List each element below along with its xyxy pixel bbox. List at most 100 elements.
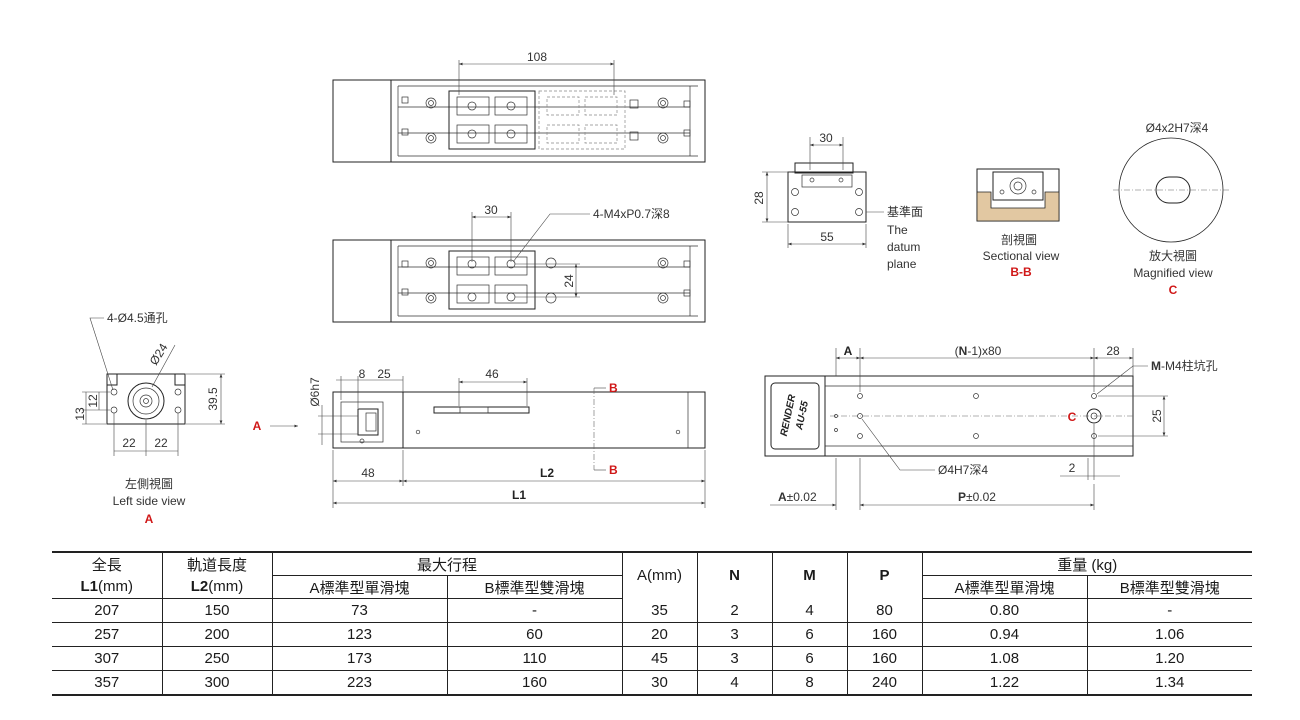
cell-a: 45 <box>621 646 698 671</box>
table-row: 257 200 123 60 20 3 6 160 0.94 1.06 <box>52 622 1252 647</box>
cell-stroke-a: 173 <box>271 646 448 671</box>
th-rail: L2(mm) <box>161 575 273 599</box>
cell-a: 20 <box>621 622 698 647</box>
bottom-dim-a: A <box>844 344 853 358</box>
bottom-dim-25: 25 <box>1150 409 1164 423</box>
bottom-dim-2: 2 <box>1069 461 1076 475</box>
pitch-n: N <box>959 344 968 358</box>
th-a-code: A <box>637 567 648 585</box>
m-note-text: -M4柱坑孔 <box>1161 358 1218 373</box>
dim-l2: L2 <box>540 466 554 480</box>
dim-46: 46 <box>485 367 499 381</box>
magnified-hole-note: Ø4x2H7深4 <box>1146 121 1209 135</box>
side-view: A Ø6h7 8 25 46 B B 48 L2 L1 <box>253 367 706 508</box>
th-total-code: L1 <box>80 578 99 596</box>
cell-weight-a: 0.80 <box>921 598 1088 623</box>
bottom-hole-note: Ø4H7深4 <box>938 463 988 477</box>
dim-22-left: 22 <box>122 436 136 450</box>
cell-l2: 200 <box>161 622 273 647</box>
left-caption-letter: A <box>145 512 154 526</box>
table-header-row-1: 全長 軌道長度 最大行程 A(mm) N M P 重量 (kg) <box>52 552 1252 599</box>
cell-m: 8 <box>771 670 848 696</box>
cell-weight-a: 0.94 <box>921 622 1088 647</box>
cell-stroke-b: 110 <box>446 646 623 671</box>
th-weight-a: A標準型單滑塊 <box>921 575 1088 599</box>
magnified-caption-zh: 放大視圖 <box>1149 248 1197 263</box>
top-view: 108 <box>332 50 706 163</box>
cell-m: 6 <box>771 622 848 647</box>
sectional-caption-letter: B-B <box>1010 265 1032 279</box>
a-tol-value: ±0.02 <box>787 490 817 504</box>
a-tol-letter: A <box>778 490 787 504</box>
p-tol-letter: P <box>958 490 966 504</box>
cell-weight-a: 1.08 <box>921 646 1088 671</box>
sectional-caption-en: Sectional view <box>983 249 1060 263</box>
datum-en-1: The <box>887 223 908 237</box>
th-stroke: 最大行程 <box>271 552 623 576</box>
view-arrow-a: A <box>253 419 262 433</box>
section-b-bottom: B <box>609 463 618 477</box>
cell-n: 3 <box>696 646 773 671</box>
bottom-dim-pitch: (N-1)x80 <box>955 344 1002 358</box>
cell-stroke-b: 60 <box>446 622 623 647</box>
cell-n: 4 <box>696 670 773 696</box>
cell-l1: 257 <box>52 622 163 647</box>
left-side-view: 4-Ø4.5通孔 Ø24 39.5 13 12 22 22 左側視圖 Left … <box>73 311 225 526</box>
th-m: M <box>771 552 848 599</box>
th-stroke-a: A標準型單滑塊 <box>271 575 448 599</box>
left-hole-note: 4-Ø4.5通孔 <box>107 311 168 325</box>
pitch-rest: -1)x80 <box>967 344 1001 358</box>
th-rail-code: L2 <box>190 578 209 596</box>
cell-n: 3 <box>696 622 773 647</box>
dim-30-end: 30 <box>819 131 833 145</box>
sectional-view: 剖視圖 Sectional view B-B <box>976 168 1060 279</box>
mid-view: 30 4-M4xP0.7深8 24 <box>332 203 706 323</box>
cell-p: 160 <box>846 646 923 671</box>
sectional-caption-zh: 剖視圖 <box>1001 232 1037 247</box>
cell-l1: 307 <box>52 646 163 671</box>
cell-stroke-a: 223 <box>271 670 448 696</box>
p-tol-value: ±0.02 <box>966 490 996 504</box>
th-a-unit: (mm) <box>647 567 682 585</box>
dim-28-end: 28 <box>752 191 766 205</box>
left-caption-en: Left side view <box>113 494 186 508</box>
dim-48: 48 <box>361 466 375 480</box>
magnified-caption-letter: C <box>1169 283 1178 297</box>
th-total-unit: (mm) <box>98 578 133 596</box>
th-n: N <box>696 552 773 599</box>
th-a: A(mm) <box>621 552 698 599</box>
technical-drawing: 108 30 4-M4xP0.7深8 <box>73 50 1229 526</box>
bottom-dim-28: 28 <box>1106 344 1120 358</box>
table-row: 357 300 223 160 30 4 8 240 1.22 1.34 <box>52 670 1252 696</box>
cell-p: 160 <box>846 622 923 647</box>
dim-108: 108 <box>527 50 547 64</box>
m-label: M <box>1151 359 1161 373</box>
table-header-row-2: L1(mm) L2(mm) A標準型單滑塊 B標準型雙滑塊 A標準型單滑塊 B標… <box>52 575 1252 599</box>
cell-l2: 150 <box>161 598 273 623</box>
cell-p: 240 <box>846 670 923 696</box>
spec-table: 全長 軌道長度 最大行程 A(mm) N M P 重量 (kg) L1(mm) … <box>52 551 1252 696</box>
dim-6h7: Ø6h7 <box>308 377 322 407</box>
dim-55: 55 <box>820 230 834 244</box>
th-rail-zh: 軌道長度 <box>161 552 273 576</box>
th-weight-b: B標準型雙滑塊 <box>1086 575 1252 599</box>
bottom-label-c: C <box>1068 410 1077 424</box>
dim-12: 12 <box>86 394 100 408</box>
cell-l1: 207 <box>52 598 163 623</box>
th-total: L1(mm) <box>52 575 163 599</box>
dim-l1: L1 <box>512 488 526 502</box>
cell-stroke-b: - <box>446 598 623 623</box>
cell-stroke-b: 160 <box>446 670 623 696</box>
th-m-label: M <box>803 567 816 585</box>
cell-weight-b: - <box>1086 598 1252 623</box>
dim-39-5: 39.5 <box>206 387 220 411</box>
logo-line-2: AU-55 <box>794 400 811 432</box>
dim-13: 13 <box>73 407 87 421</box>
datum-en-2: datum <box>887 240 920 254</box>
table-row: 307 250 173 110 45 3 6 160 1.08 1.20 <box>52 646 1252 671</box>
section-b-top: B <box>609 381 618 395</box>
datum-zh: 基準面 <box>887 204 923 219</box>
th-n-label: N <box>729 567 740 585</box>
cell-weight-b: 1.06 <box>1086 622 1252 647</box>
magnified-view: Ø4x2H7深4 放大視圖 Magnified view C <box>1113 121 1229 297</box>
